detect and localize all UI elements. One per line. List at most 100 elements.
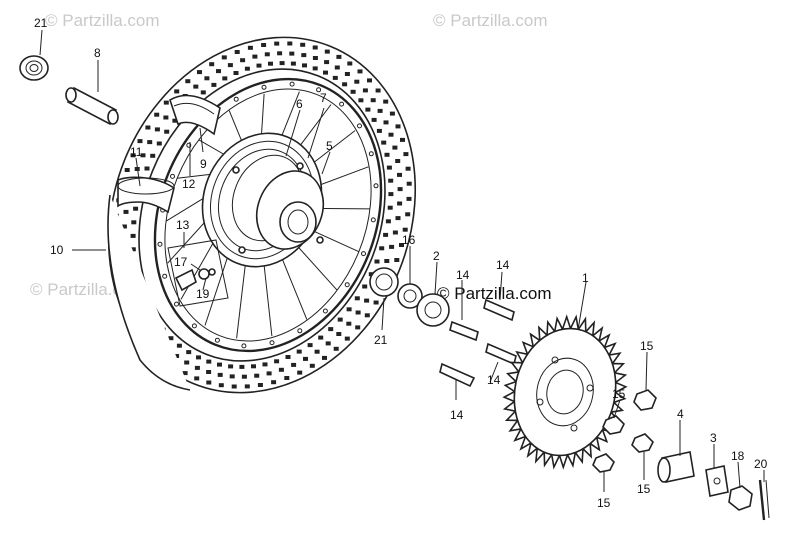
tread-block [244, 384, 250, 389]
rim-hole [297, 328, 303, 334]
callout-9: 9 [200, 157, 207, 171]
rim-hole [241, 343, 247, 349]
tread-block [322, 355, 327, 360]
tread-block [274, 41, 280, 46]
tread-block [222, 76, 228, 81]
tread-block [240, 58, 246, 63]
tread-block [137, 139, 143, 144]
tread-block [217, 362, 222, 367]
tread-block [388, 178, 394, 183]
tread-block [172, 118, 178, 123]
tread-block [133, 206, 139, 211]
rim-hole [170, 173, 175, 179]
cotter-pin [758, 479, 770, 521]
tread-block [365, 107, 371, 112]
tread-block [373, 300, 379, 305]
tread-block [182, 371, 188, 376]
tread-block [227, 63, 233, 68]
tread-block [385, 219, 391, 224]
tread-block [233, 71, 239, 75]
tread-block [303, 356, 308, 361]
rim-hole [370, 217, 376, 223]
rim-hole [162, 273, 168, 279]
tread-block [397, 201, 403, 206]
tread-block [140, 153, 146, 158]
tread-block [384, 152, 390, 157]
tread-block [355, 310, 361, 315]
tread-block [325, 341, 331, 346]
rim-hole [157, 241, 163, 247]
nut-3 [631, 433, 654, 453]
tread-block [204, 76, 210, 81]
callout-15-c: 15 [637, 482, 651, 496]
tread-block [342, 82, 348, 87]
tread-block [402, 227, 408, 232]
tread-block [130, 153, 136, 158]
tread-block [163, 115, 169, 120]
tread-block [218, 383, 224, 388]
sprocket-flange [416, 293, 450, 327]
tread-block [296, 349, 302, 354]
tread-block [185, 79, 191, 84]
callout-15-d: 15 [597, 496, 611, 510]
rim-band [169, 94, 221, 136]
callout-16: 16 [402, 233, 416, 247]
sprocket-tooth [550, 453, 561, 470]
tread-block [374, 259, 380, 264]
tread-block [368, 272, 374, 277]
valve-parts-group [167, 239, 229, 307]
tread-block [399, 243, 404, 247]
tread-block [333, 346, 339, 351]
tread-block [344, 336, 350, 341]
tread-block [392, 145, 398, 150]
tread-block [392, 230, 398, 235]
rim-hole [373, 183, 379, 189]
spoke [236, 253, 248, 339]
tread-block [285, 355, 291, 359]
tread-block [362, 284, 368, 289]
tread-block [367, 78, 372, 83]
callout-5: 5 [326, 139, 333, 153]
tread-block [279, 61, 285, 66]
tread-block [354, 79, 360, 84]
tread-block [209, 62, 215, 67]
tread-block [289, 51, 295, 56]
tread-block [362, 88, 368, 93]
tread-block [144, 166, 150, 171]
tread-block [377, 108, 383, 113]
tread-block [221, 55, 227, 60]
tread-block [131, 220, 137, 225]
tread-block [194, 365, 200, 370]
tread-block [121, 224, 127, 229]
tread-block [336, 332, 342, 336]
tread-block [307, 343, 313, 348]
axle-nut [728, 485, 753, 511]
callout-14-b: 14 [496, 258, 510, 272]
watermark-top-right: © Partzilla.com [433, 11, 548, 30]
nut-4 [592, 453, 615, 473]
tread-block [334, 65, 340, 70]
tread-block [206, 380, 212, 385]
tread-block [309, 363, 315, 368]
tread-block [193, 84, 199, 89]
tread-block [163, 100, 169, 105]
callout-6: 6 [296, 97, 303, 111]
tread-block [194, 376, 200, 381]
rim-hole [339, 101, 345, 107]
tread-block [375, 88, 381, 93]
callout-1: 1 [582, 271, 589, 285]
tread-block [145, 125, 151, 130]
callout-7: 7 [320, 91, 327, 105]
tread-block [174, 89, 180, 94]
rim-hole [361, 251, 366, 257]
tread-block [383, 120, 389, 125]
hub [201, 132, 325, 268]
tread-block [355, 325, 361, 330]
callout-15-b: 15 [612, 387, 626, 401]
tread-block [337, 317, 343, 322]
stud-bolt-1 [449, 320, 479, 342]
tread-block [388, 192, 394, 197]
rim-hole [344, 282, 350, 288]
tread-block [302, 63, 307, 68]
rim-hole [191, 323, 197, 329]
